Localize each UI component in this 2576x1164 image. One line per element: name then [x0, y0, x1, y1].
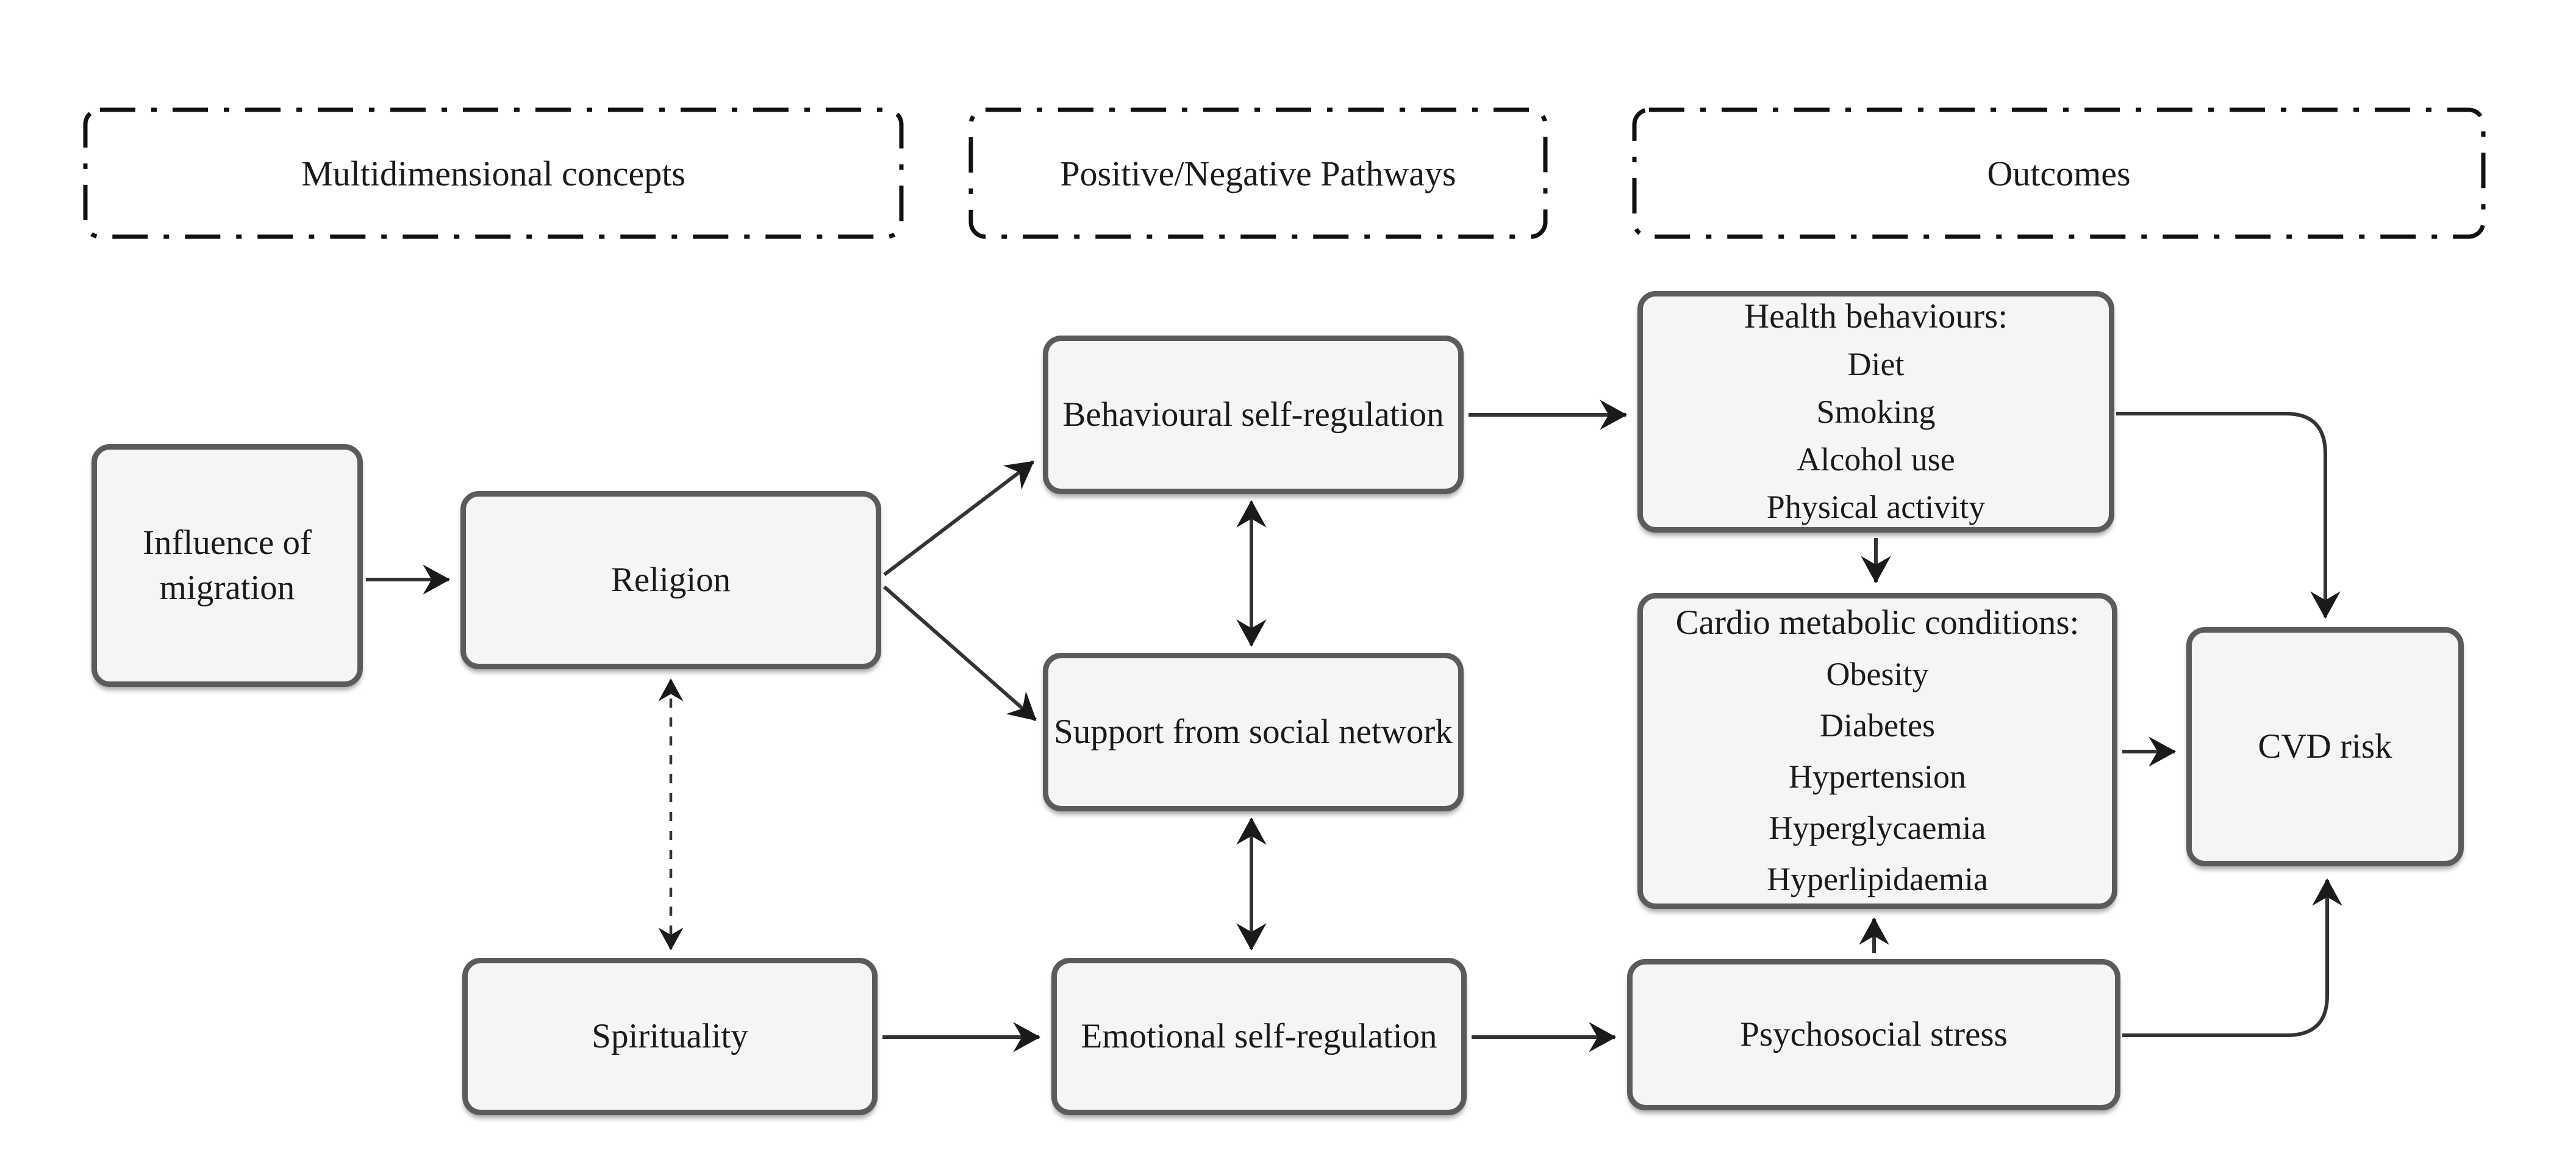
box-cardio-metabolic-conditions-item: Hyperlipidaemia: [1767, 861, 1988, 897]
box-psychosocial-stress: Psychosocial stress: [1627, 959, 2120, 1110]
box-cvd-risk-label: CVD risk: [2258, 727, 2392, 766]
box-spirituality-label: Spirituality: [592, 1016, 748, 1055]
box-health-behaviours-item: Diet: [1847, 346, 1905, 383]
box-spirituality: Spirituality: [462, 958, 878, 1115]
box-health-behaviours-item: Alcohol use: [1797, 441, 1955, 478]
box-religion: Religion: [460, 491, 881, 669]
arrow-religion-to-support: [883, 585, 1037, 722]
header-outline-outcomes: [1632, 107, 2486, 239]
header-outline-pathways: [968, 107, 1548, 239]
box-health-behaviours-item: Physical activity: [1766, 489, 1986, 525]
box-cardio-metabolic-conditions-title: Cardio metabolic conditions:: [1675, 603, 2080, 642]
box-behavioural-self-regulation-label: Behavioural self-regulation: [1062, 395, 1444, 434]
box-influence-of-migration: Influence of migration: [91, 444, 363, 687]
box-cardio-metabolic-conditions-item: Hyperglycaemia: [1769, 810, 1986, 846]
box-emotional-self-regulation-label: Emotional self-regulation: [1081, 1016, 1437, 1055]
arrow-health-to-cvd: [2116, 412, 2341, 619]
arrow-religion-to-behavioural: [883, 460, 1034, 577]
box-health-behaviours: Health behaviours: Diet Smoking Alcohol …: [1637, 291, 2114, 533]
box-support-from-social-network: Support from social network: [1043, 653, 1464, 811]
box-influence-of-migration-label: Influence of migration: [143, 523, 312, 607]
box-support-from-social-network-label: Support from social network: [1054, 712, 1453, 751]
box-psychosocial-stress-label: Psychosocial stress: [1740, 1015, 2008, 1054]
box-cvd-risk: CVD risk: [2186, 627, 2464, 866]
box-religion-label: Religion: [610, 560, 731, 599]
header-positive-negative-pathways: Positive/Negative Pathways: [1060, 153, 1456, 193]
box-behavioural-self-regulation: Behavioural self-regulation: [1043, 336, 1464, 494]
header-outline-multidimensional: [83, 107, 904, 239]
box-health-behaviours-title: Health behaviours:: [1744, 297, 2008, 336]
box-cardio-metabolic-conditions: Cardio metabolic conditions: Obesity Dia…: [1637, 593, 2117, 909]
box-cardio-metabolic-conditions-item: Obesity: [1826, 656, 1929, 692]
box-cardio-metabolic-conditions-item: Diabetes: [1820, 707, 1935, 744]
box-cardio-metabolic-conditions-item: Hypertension: [1789, 758, 1966, 795]
header-outcomes: Outcomes: [1987, 153, 2131, 193]
box-health-behaviours-item: Smoking: [1816, 393, 1936, 430]
box-emotional-self-regulation: Emotional self-regulation: [1051, 958, 1467, 1115]
arrow-psychosocial-to-cvd: [2122, 878, 2342, 1037]
header-multidimensional-concepts: Multidimensional concepts: [301, 153, 685, 193]
